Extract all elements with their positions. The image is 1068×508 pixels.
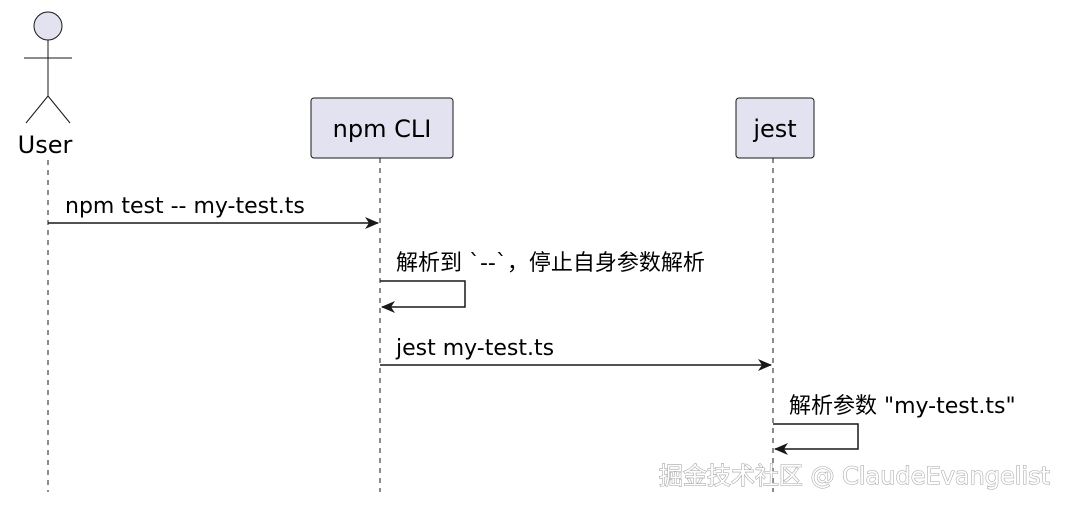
participant-jest: jest xyxy=(735,97,815,159)
message-4-label: 解析参数 "my-test.ts" xyxy=(789,394,1016,419)
message-3-label: jest my-test.ts xyxy=(395,336,554,361)
message-2-self-arrow xyxy=(380,280,466,313)
watermark-text: 掘金技术社区 @ ClaudeEvangelist xyxy=(659,462,1050,490)
message-4-self-arrow xyxy=(773,423,859,455)
message-1-label: npm test -- my-test.ts xyxy=(65,194,305,219)
participant-jest-label: jest xyxy=(752,115,796,143)
message-2-label: 解析到 `--`，停止自身参数解析 xyxy=(396,251,705,276)
participant-npm-cli-label: npm CLI xyxy=(333,115,432,143)
participant-user-label: User xyxy=(18,131,73,159)
participant-npm-cli: npm CLI xyxy=(310,97,454,159)
user-actor-icon xyxy=(24,11,72,124)
